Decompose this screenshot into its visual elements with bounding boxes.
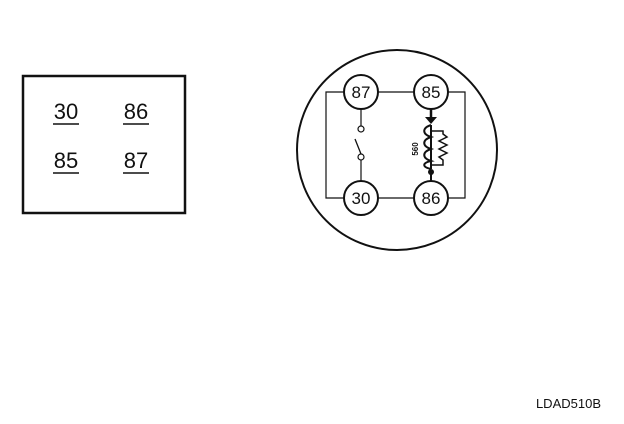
terminal-86-node xyxy=(413,180,449,216)
terminal-87-node xyxy=(343,74,379,110)
terminal-85-label: 85 xyxy=(422,83,441,102)
pin-label-30: 30 xyxy=(54,99,78,124)
relay-housing-circle xyxy=(296,49,498,251)
pin-label-86: 86 xyxy=(124,99,148,124)
terminal-30-node xyxy=(343,180,379,216)
connector-outline xyxy=(21,74,187,215)
connector-face: 30 86 85 87 xyxy=(21,74,187,215)
resistor-value-label: 560 xyxy=(411,142,420,156)
coil xyxy=(423,109,437,181)
wire-right-loop xyxy=(448,91,466,199)
resistor: 560 xyxy=(411,130,449,166)
switch-contact xyxy=(354,109,365,181)
relay-schematic: 560 87 85 30 86 xyxy=(296,49,498,251)
terminal-86-label: 86 xyxy=(422,189,441,208)
terminal-30-label: 30 xyxy=(352,189,371,208)
pin-label-87: 87 xyxy=(124,148,148,173)
wire-left-loop xyxy=(325,91,344,199)
terminal-87-label: 87 xyxy=(352,83,371,102)
figure-code-label: LDAD510B xyxy=(536,396,601,411)
terminal-85-node xyxy=(413,74,449,110)
pin-label-85: 85 xyxy=(54,148,78,173)
